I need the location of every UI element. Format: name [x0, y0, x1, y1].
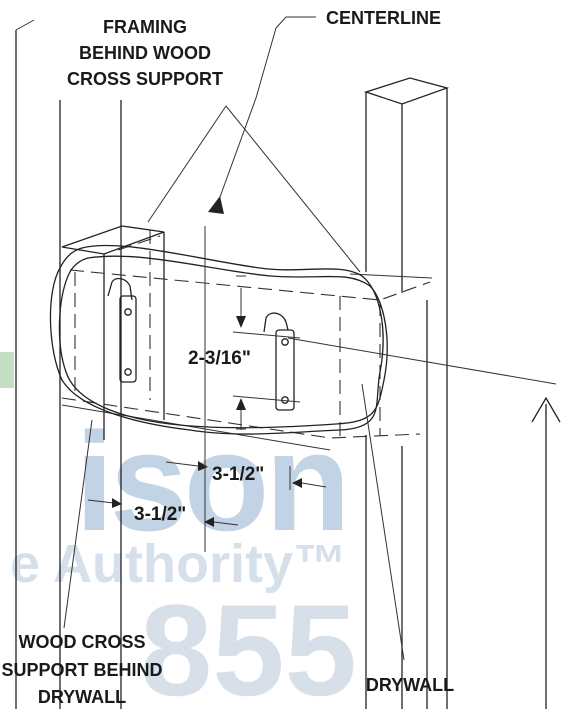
reference-line [287, 337, 557, 385]
watermark-line-3: 855 [140, 577, 357, 709]
left-framing [15, 19, 165, 709]
horizontal-dimension-upper: 3-1/2" [165, 456, 327, 490]
wood-cross-label-line-1: WOOD CROSS [18, 632, 145, 652]
centerline-label: CENTERLINE [326, 8, 441, 28]
right-bracket [263, 312, 295, 411]
up-arrow [531, 396, 561, 709]
horizontal-dimension-lower: 3-1/2" [87, 498, 239, 530]
dimension-horizontal-lower-label: 3-1/2" [134, 504, 186, 525]
watermark-line-2: e Authority™ [10, 534, 347, 594]
framing-label-line-2: BEHIND WOOD [79, 43, 211, 63]
wood-cross-label-line-2: SUPPORT BEHIND [1, 660, 162, 680]
centerline-callout: CENTERLINE [208, 8, 441, 214]
dimension-vertical-label: 2-3/16" [188, 348, 251, 369]
vertical-dimension: 2-3/16" [188, 275, 301, 430]
watermark-green-accent [0, 352, 14, 388]
dimension-horizontal-upper-label: 3-1/2" [212, 464, 264, 485]
framing-label-line-1: FRAMING [103, 17, 187, 37]
framing-callout: FRAMING BEHIND WOOD CROSS SUPPORT [67, 17, 361, 273]
wood-cross-label-line-3: DRYWALL [38, 687, 126, 707]
left-bracket [107, 277, 137, 383]
drywall-cutout [49, 244, 388, 435]
right-stud [363, 77, 450, 709]
framing-label-line-3: CROSS SUPPORT [67, 69, 223, 89]
wood-cross-callout: WOOD CROSS SUPPORT BEHIND DRYWALL [1, 419, 163, 707]
drywall-callout: DRYWALL [361, 383, 454, 695]
drywall-label: DRYWALL [366, 675, 454, 695]
